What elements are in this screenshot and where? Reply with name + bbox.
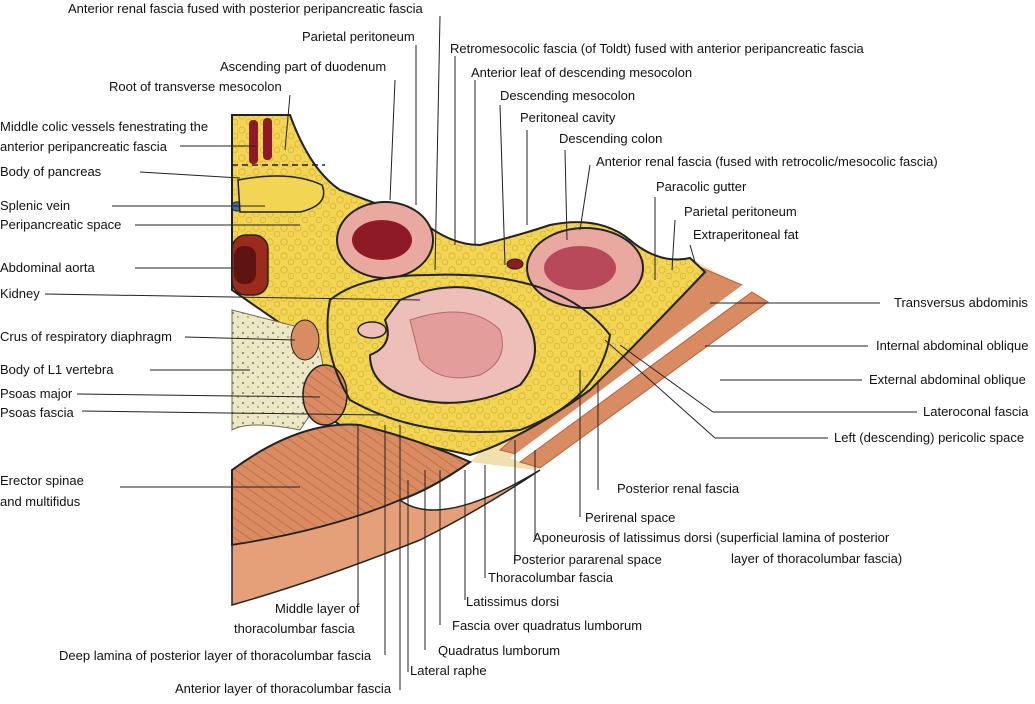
duodenum bbox=[336, 201, 434, 279]
pancreas bbox=[237, 175, 325, 213]
label-anterior-renal-fused-posterior-peripancreatic: Anterior renal fascia fused with posteri… bbox=[68, 1, 423, 16]
kidney bbox=[368, 286, 536, 404]
label-root-transverse-mesocolon: Root of transverse mesocolon bbox=[109, 79, 282, 94]
mesocolon-vessel bbox=[506, 258, 524, 270]
leader-lines bbox=[44, 15, 917, 690]
label-middle-layer-1: Middle layer of bbox=[275, 601, 360, 616]
label-transversus-abdominis: Transversus abdominis bbox=[894, 295, 1028, 310]
label-quadratus-lumborum: Quadratus lumborum bbox=[438, 643, 561, 658]
label-lateral-raphe: Lateral raphe bbox=[410, 663, 487, 678]
label-erector-1: Erector spinae bbox=[0, 473, 84, 488]
renal-fascia bbox=[326, 273, 612, 433]
label-perirenal-space: Perirenal space bbox=[585, 510, 676, 525]
descending-colon bbox=[526, 227, 644, 309]
label-kidney: Kidney bbox=[0, 286, 40, 301]
label-retromesocolic-fascia: Retromesocolic fascia (of Toldt) fused w… bbox=[450, 41, 864, 56]
label-abdominal-aorta: Abdominal aorta bbox=[0, 260, 95, 275]
label-parietal-peritoneum-right: Parietal peritoneum bbox=[684, 204, 797, 219]
middle-colic-vessels bbox=[249, 118, 272, 164]
label-external-oblique: External abdominal oblique bbox=[869, 372, 1026, 387]
label-anterior-renal-fascia-retrocolic: Anterior renal fascia (fused with retroc… bbox=[596, 154, 938, 169]
label-lateroconal-fascia: Lateroconal fascia bbox=[923, 404, 1029, 419]
label-splenic-vein: Splenic vein bbox=[0, 198, 71, 213]
label-internal-oblique: Internal abdominal oblique bbox=[876, 338, 1029, 353]
psoas-major bbox=[302, 364, 348, 426]
abdominal-aorta bbox=[231, 234, 269, 296]
label-aponeurosis-2: layer of thoracolumbar fascia) bbox=[731, 551, 903, 566]
label-body-l1: Body of L1 vertebra bbox=[0, 362, 114, 377]
label-anterior-leaf-mesocolon: Anterior leaf of descending mesocolon bbox=[471, 65, 693, 80]
label-posterior-pararenal: Posterior pararenal space bbox=[513, 552, 662, 567]
label-thoracolumbar-fascia: Thoracolumbar fascia bbox=[488, 570, 613, 585]
label-psoas-fascia: Psoas fascia bbox=[0, 405, 74, 420]
label-descending-mesocolon: Descending mesocolon bbox=[500, 88, 636, 103]
label-anterior-layer: Anterior layer of thoracolumbar fascia bbox=[175, 681, 392, 696]
label-peripancreatic-space: Peripancreatic space bbox=[0, 217, 122, 232]
label-psoas-major: Psoas major bbox=[0, 386, 73, 401]
label-middle-colic-1: Middle colic vessels fenestrating the bbox=[0, 119, 209, 134]
label-peritoneal-cavity: Peritoneal cavity bbox=[520, 110, 616, 125]
label-extraperitoneal-fat: Extraperitoneal fat bbox=[693, 227, 799, 242]
ureter bbox=[357, 321, 387, 339]
label-deep-lamina: Deep lamina of posterior layer of thorac… bbox=[59, 648, 372, 663]
label-middle-colic-2: anterior peripancreatic fascia bbox=[0, 139, 167, 154]
label-descending-colon: Descending colon bbox=[559, 131, 663, 146]
label-crus-diaphragm: Crus of respiratory diaphragm bbox=[0, 329, 172, 344]
label-posterior-renal-fascia: Posterior renal fascia bbox=[617, 481, 740, 496]
label-body-pancreas: Body of pancreas bbox=[0, 164, 102, 179]
label-parietal-peritoneum-top: Parietal peritoneum bbox=[302, 29, 415, 44]
label-ascending-duodenum: Ascending part of duodenum bbox=[220, 59, 387, 74]
label-paracolic-gutter: Paracolic gutter bbox=[656, 179, 747, 194]
label-aponeurosis-1: Aponeurosis of latissimus dorsi (superfi… bbox=[533, 530, 890, 545]
label-erector-2: and multifidus bbox=[0, 494, 81, 509]
label-left-pericolic-space: Left (descending) pericolic space bbox=[834, 430, 1025, 445]
label-middle-layer-2: thoracolumbar fascia bbox=[234, 621, 355, 636]
crus-diaphragm bbox=[290, 319, 320, 361]
label-fascia-quadratus: Fascia over quadratus lumborum bbox=[452, 618, 643, 633]
label-latissimus-dorsi: Latissimus dorsi bbox=[466, 594, 560, 609]
